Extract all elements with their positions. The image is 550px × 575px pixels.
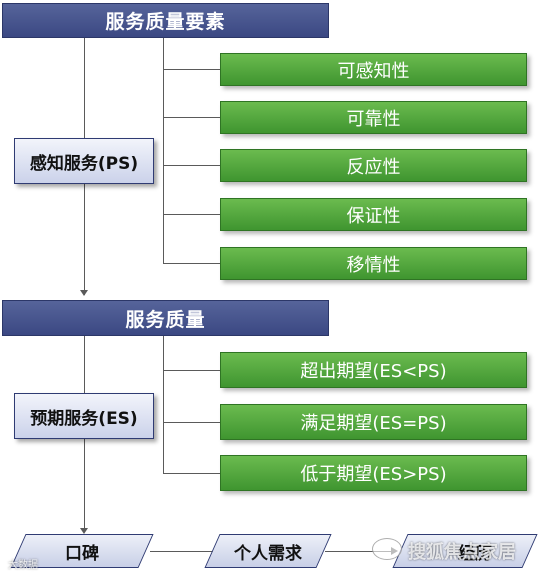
expected-service-box: 预期服务(ES) [14, 393, 154, 439]
outcome-branch-1 [163, 370, 220, 371]
outcome-exceeds-expectation: 超出期望(ES<PS) [220, 352, 527, 388]
service-quality-header: 服务质量 [2, 300, 329, 336]
sohu-watermark: 搜狐焦点家居 [408, 542, 516, 563]
dimension-branch-2 [163, 117, 220, 118]
service-quality-elements-title: 服务质量要素 [105, 11, 226, 33]
corner-watermark: 大数据 [8, 560, 38, 571]
dimension-label: 保证性 [346, 205, 401, 227]
service-quality-title: 服务质量 [125, 308, 206, 331]
dimension-empathy: 移情性 [220, 247, 527, 280]
dimension-label: 移情性 [346, 254, 401, 276]
dimension-branch-3 [163, 165, 220, 166]
dimension-branch-4 [163, 214, 220, 215]
dimension-reliability: 可靠性 [220, 101, 527, 134]
outcome-branch-2 [163, 422, 220, 423]
source-connector-2 [325, 551, 395, 552]
arrowhead-to-sources [80, 528, 88, 534]
dimension-label: 可感知性 [337, 60, 410, 82]
dimension-branch-trunk [163, 38, 164, 263]
perceived-service-box: 感知服务(PS) [14, 138, 154, 184]
arrowhead-to-middle-header [80, 290, 88, 296]
word-of-mouth-box: 口碑 [18, 534, 146, 568]
outcome-label: 满足期望(ES=PS) [300, 413, 447, 434]
source-connector-1 [150, 551, 215, 552]
outcome-below-expectation: 低于期望(ES>PS) [220, 455, 527, 491]
outcome-meets-expectation: 满足期望(ES=PS) [220, 404, 527, 440]
experience-label: 经历 [458, 543, 492, 564]
dimension-responsiveness: 反应性 [220, 149, 527, 182]
outcome-label: 超出期望(ES<PS) [300, 361, 447, 382]
outcome-branch-3 [163, 473, 220, 474]
word-of-mouth-label: 口碑 [65, 543, 99, 564]
perceived-service-label: 感知服务(PS) [29, 153, 139, 174]
dimension-branch-5 [163, 263, 220, 264]
expected-service-label: 预期服务(ES) [30, 408, 138, 429]
dimension-assurance: 保证性 [220, 198, 527, 231]
service-quality-elements-header: 服务质量要素 [2, 3, 329, 38]
dimension-label: 反应性 [346, 156, 401, 178]
dimension-tangibility: 可感知性 [220, 53, 527, 86]
dimension-branch-1 [163, 69, 220, 70]
experience-box: 经历 [400, 534, 530, 568]
wechat-watermark-icon [372, 538, 402, 560]
dimension-label: 可靠性 [346, 108, 401, 130]
outcome-label: 低于期望(ES>PS) [300, 464, 447, 485]
personal-needs-box: 个人需求 [212, 534, 324, 568]
personal-needs-label: 个人需求 [234, 543, 302, 564]
outcome-branch-trunk [163, 336, 164, 473]
